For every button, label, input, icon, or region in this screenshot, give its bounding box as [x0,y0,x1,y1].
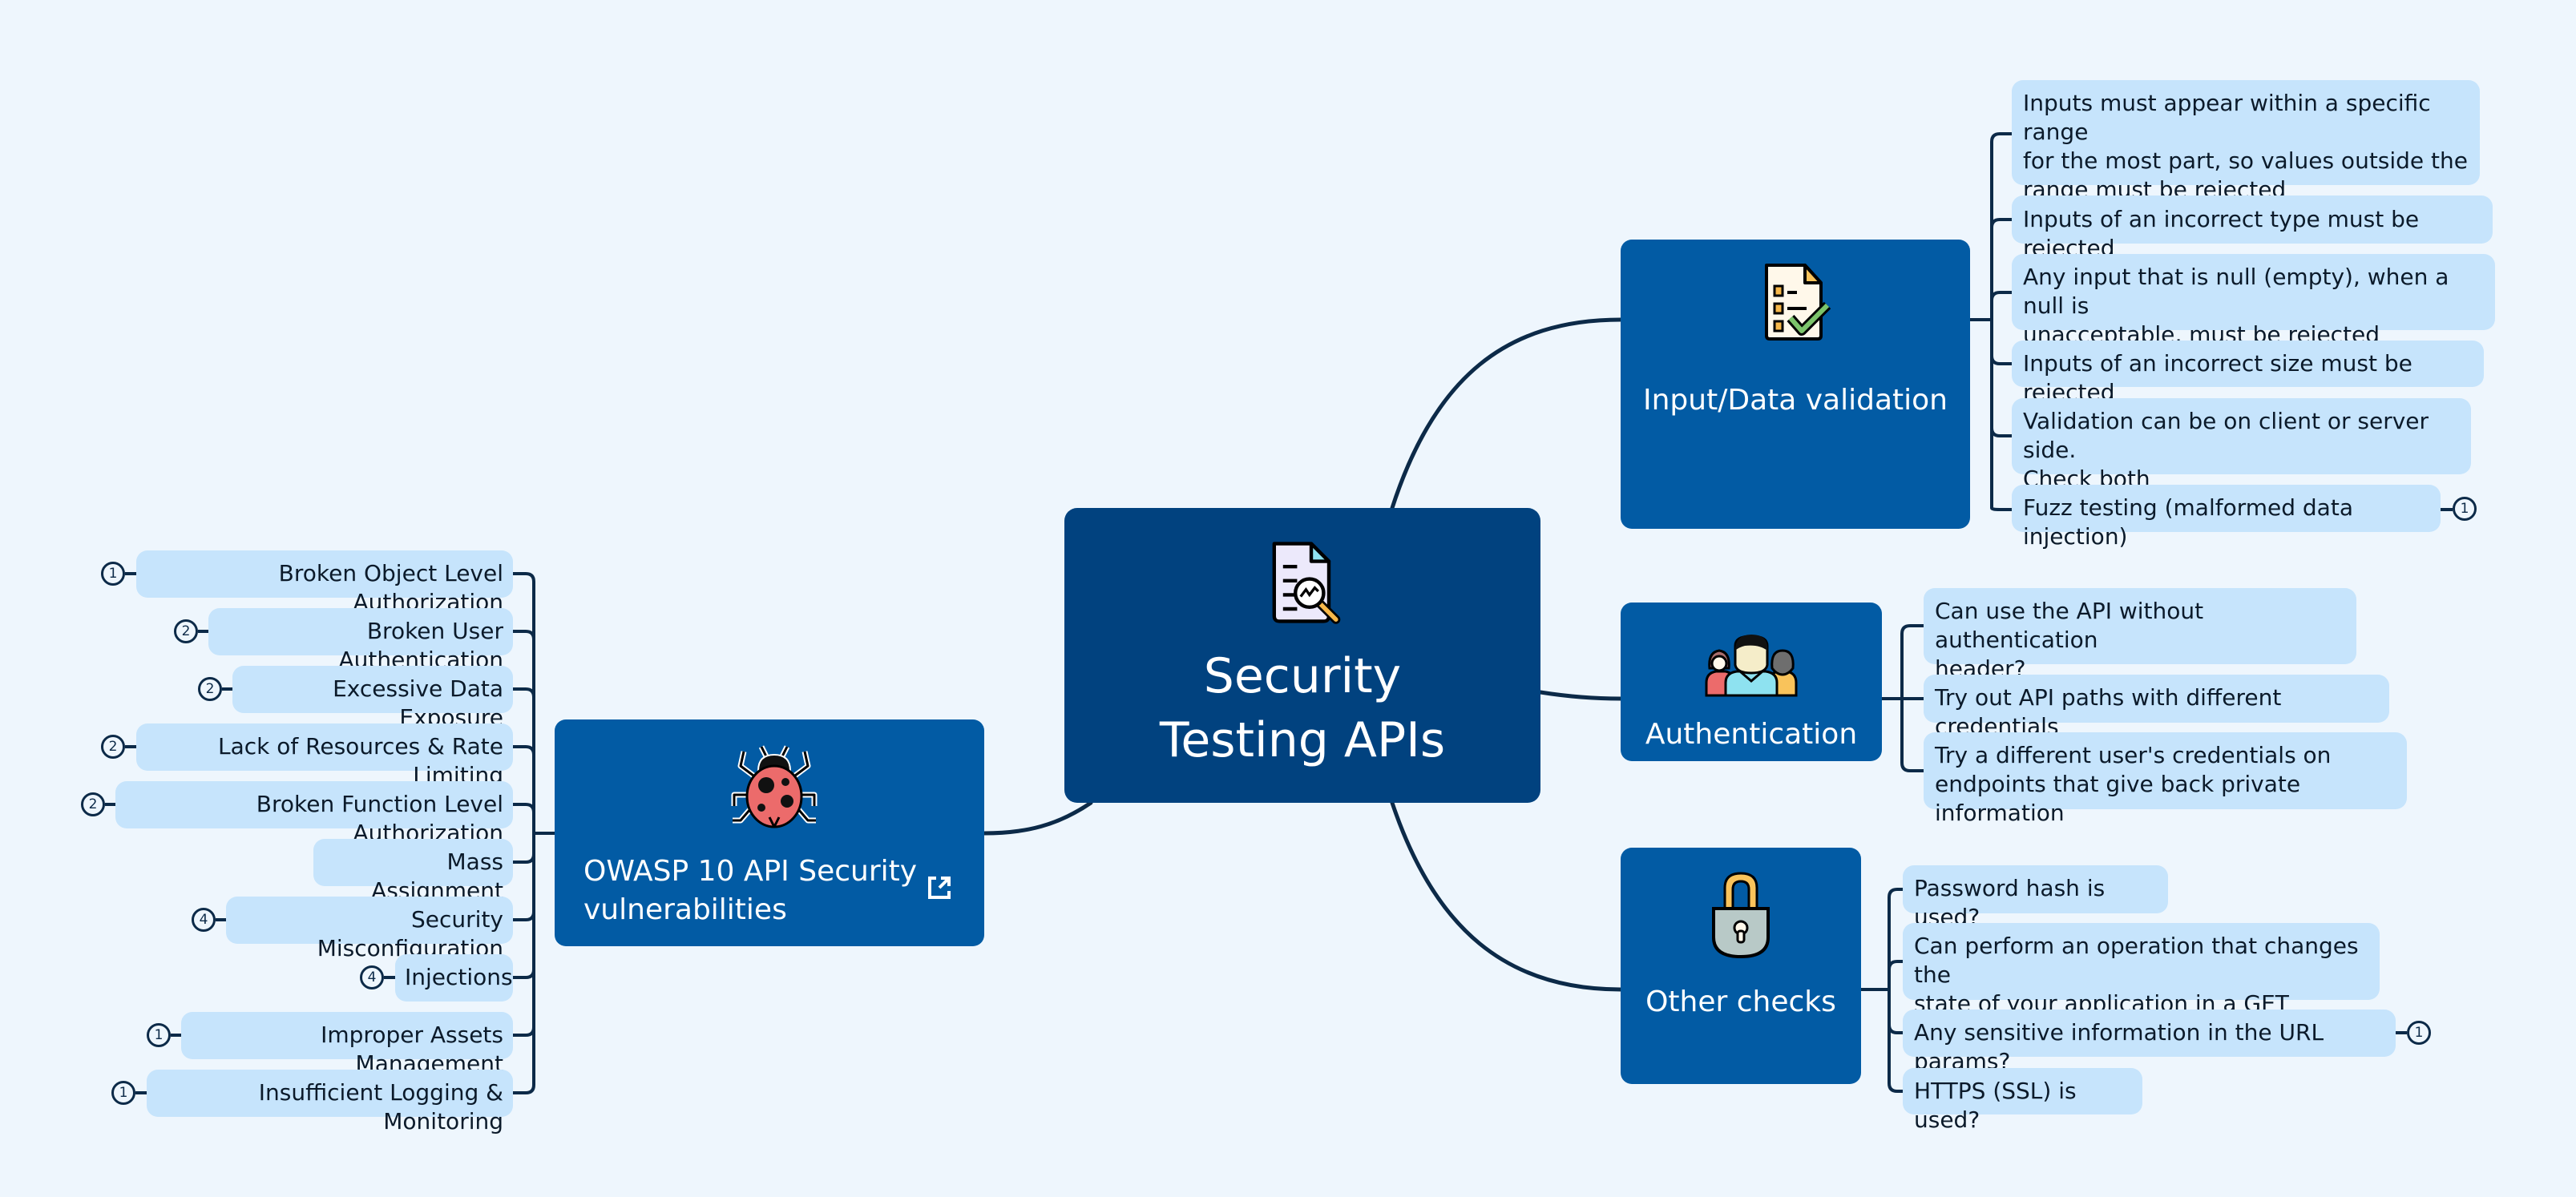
central-topic-title: Security Testing APIs [1159,648,1446,768]
leaf-owasp-mass-assignment[interactable]: Mass Assignment [313,839,513,904]
leaf-other-get-state[interactable]: Can perform an operation that changes th… [1903,923,2380,1046]
connector-central-other [1390,800,1623,992]
branch-input-validation-label: Input/Data validation [1643,384,1948,417]
leaf-owasp-logging[interactable]: Insufficient Logging & Monitoring [147,1070,513,1135]
users-group-icon [1703,633,1799,697]
count-badge[interactable]: 4 [192,908,216,932]
leaf-owasp-broken-user-auth[interactable]: Broken User Authentication [208,608,513,673]
leaf-owasp-assets-management[interactable]: Improper Assets Management [181,1012,513,1077]
count-badge[interactable]: 1 [2453,497,2477,521]
connector-central-auth [1538,690,1623,701]
leaf-input-type[interactable]: Inputs of an incorrect type must be reje… [2012,195,2493,261]
count-badge[interactable]: 2 [101,735,125,759]
leaf-owasp-injections[interactable]: Injections [395,954,513,1002]
leaf-auth-other-user[interactable]: Try a different user's credentials on en… [1924,732,2407,826]
leaf-input-null[interactable]: Any input that is null (empty), when a n… [2012,254,2495,348]
document-magnifier-icon [1272,542,1341,624]
branch-other-checks-label: Other checks [1645,985,1836,1018]
leaf-input-range[interactable]: Inputs must appear within a specific ran… [2012,80,2480,203]
branch-owasp[interactable]: OWASP 10 API Security vulnerabilities [555,719,984,946]
ladybug-icon [729,744,819,832]
leaf-owasp-data-exposure[interactable]: Excessive Data Exposure [232,666,513,731]
branch-authentication-label: Authentication [1645,718,1858,751]
leaf-input-client-server[interactable]: Validation can be on client or server si… [2012,398,2471,492]
leaf-other-https[interactable]: HTTPS (SSL) is used? [1903,1068,2142,1133]
branch-owasp-label: OWASP 10 API Security vulnerabilities [583,855,918,926]
leaf-other-url-params[interactable]: Any sensitive information in the URL par… [1903,1010,2396,1074]
leaf-other-password-hash[interactable]: Password hash is used? [1903,865,2168,930]
branch-other-checks[interactable]: Other checks [1621,848,1861,1084]
leaf-owasp-rate-limiting[interactable]: Lack of Resources & Rate Limiting [136,723,513,788]
leaf-owasp-misconfiguration[interactable]: Security Misconfiguration [226,897,513,961]
count-badge[interactable]: 1 [111,1081,135,1105]
padlock-icon [1709,870,1773,960]
leaf-owasp-bfla[interactable]: Broken Function Level Authorization [115,781,513,846]
central-topic[interactable]: Security Testing APIs [1064,508,1540,803]
count-badge[interactable]: 1 [101,562,125,586]
leaf-input-size[interactable]: Inputs of an incorrect size must be reje… [2012,341,2484,405]
count-badge[interactable]: 1 [2407,1021,2431,1045]
branch-input-validation[interactable]: Input/Data validation [1621,240,1970,529]
external-link-icon[interactable] [925,873,954,902]
leaf-auth-no-header[interactable]: Can use the API without authentication h… [1924,588,2356,682]
checklist-icon [1755,262,1835,342]
leaf-input-fuzz[interactable]: Fuzz testing (malformed data injection) [2012,485,2441,550]
branch-authentication[interactable]: Authentication [1621,603,1882,761]
count-badge[interactable]: 2 [174,619,198,643]
count-badge[interactable]: 4 [360,965,384,989]
leaf-owasp-bola[interactable]: Broken Object Level Authorization [136,550,513,615]
connector-central-owasp [982,800,1093,836]
connector-central-input [1390,317,1623,510]
leaf-auth-different-credentials[interactable]: Try out API paths with different credent… [1924,675,2389,740]
count-badge[interactable]: 2 [81,792,105,816]
count-badge[interactable]: 2 [198,677,222,701]
count-badge[interactable]: 1 [147,1023,171,1047]
